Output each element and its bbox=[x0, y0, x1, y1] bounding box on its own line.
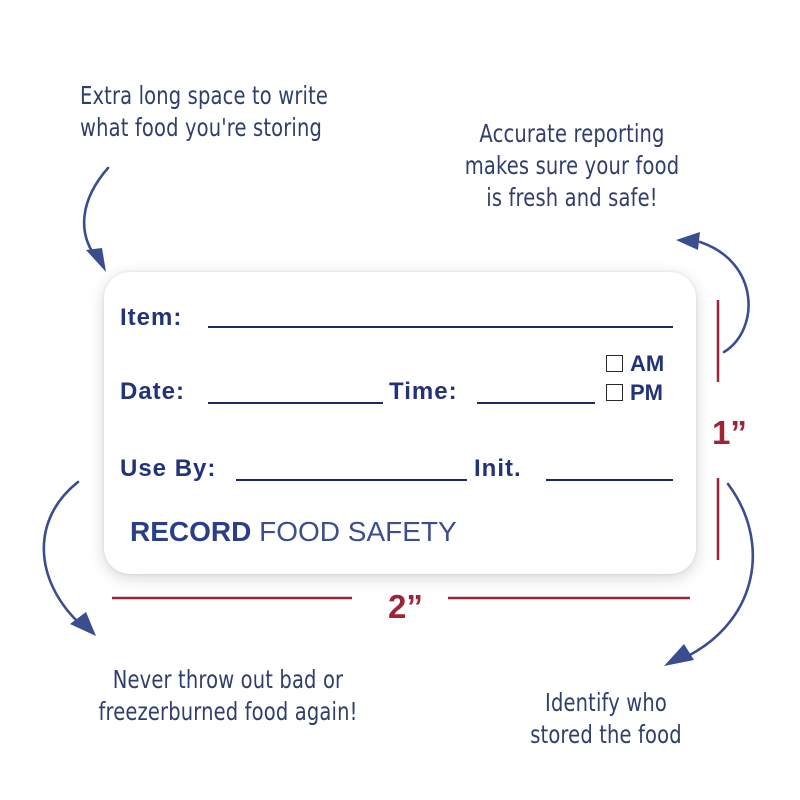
am-label: AM bbox=[630, 351, 665, 376]
brand-wordmark: RECORD FOOD SAFETY bbox=[130, 516, 457, 548]
arrow-top-left-head bbox=[86, 248, 106, 272]
arrow-bottom-left-head bbox=[70, 612, 96, 636]
arrow-top-left-curve bbox=[82, 166, 110, 258]
am-checkbox[interactable] bbox=[606, 355, 623, 372]
date-label: Date: bbox=[120, 378, 186, 405]
callout-line: stored the food bbox=[530, 720, 682, 749]
brand-text: FOOD SAFETY bbox=[259, 516, 457, 547]
callout-item-space: Extra long space to write what food you'… bbox=[80, 80, 328, 144]
callout-line: freezerburned food again! bbox=[98, 697, 358, 726]
callout-line: Extra long space to write bbox=[80, 81, 329, 110]
callout-line: Identify who bbox=[545, 688, 667, 717]
height-dimension-label: 1” bbox=[712, 414, 747, 451]
callout-identify-who: Identify who stored the food bbox=[530, 687, 682, 751]
callout-never-throw-out: Never throw out bad or freezerburned foo… bbox=[98, 664, 357, 728]
width-dimension-label: 2” bbox=[388, 588, 423, 625]
time-write-line bbox=[477, 402, 595, 404]
time-label: Time: bbox=[389, 378, 458, 405]
arrow-top-right-head bbox=[676, 232, 700, 250]
arrow-top-right-curve bbox=[698, 240, 750, 354]
use-by-write-line bbox=[236, 479, 467, 481]
callout-line: makes sure your food bbox=[464, 151, 680, 180]
item-label: Item: bbox=[120, 304, 183, 331]
init-write-line bbox=[546, 479, 673, 481]
callout-accurate-reporting: Accurate reporting makes sure your food … bbox=[465, 118, 679, 214]
arrow-bottom-right-curve bbox=[686, 482, 755, 658]
callout-line: is fresh and safe! bbox=[486, 183, 658, 212]
item-write-line bbox=[208, 326, 673, 328]
date-write-line bbox=[208, 402, 383, 404]
arrow-bottom-right-head bbox=[664, 644, 694, 666]
use-by-label: Use By: bbox=[120, 455, 217, 482]
arrow-bottom-left-curve bbox=[42, 480, 80, 624]
callout-line: Never throw out bad or bbox=[112, 665, 344, 694]
pm-checkbox[interactable] bbox=[606, 384, 623, 401]
pm-label: PM bbox=[630, 380, 663, 405]
callout-line: what food you're storing bbox=[80, 113, 323, 142]
init-label: Init. bbox=[474, 455, 522, 482]
food-label-card bbox=[104, 272, 696, 574]
callout-line: Accurate reporting bbox=[479, 119, 665, 148]
brand-bold-text: RECORD bbox=[130, 516, 252, 547]
